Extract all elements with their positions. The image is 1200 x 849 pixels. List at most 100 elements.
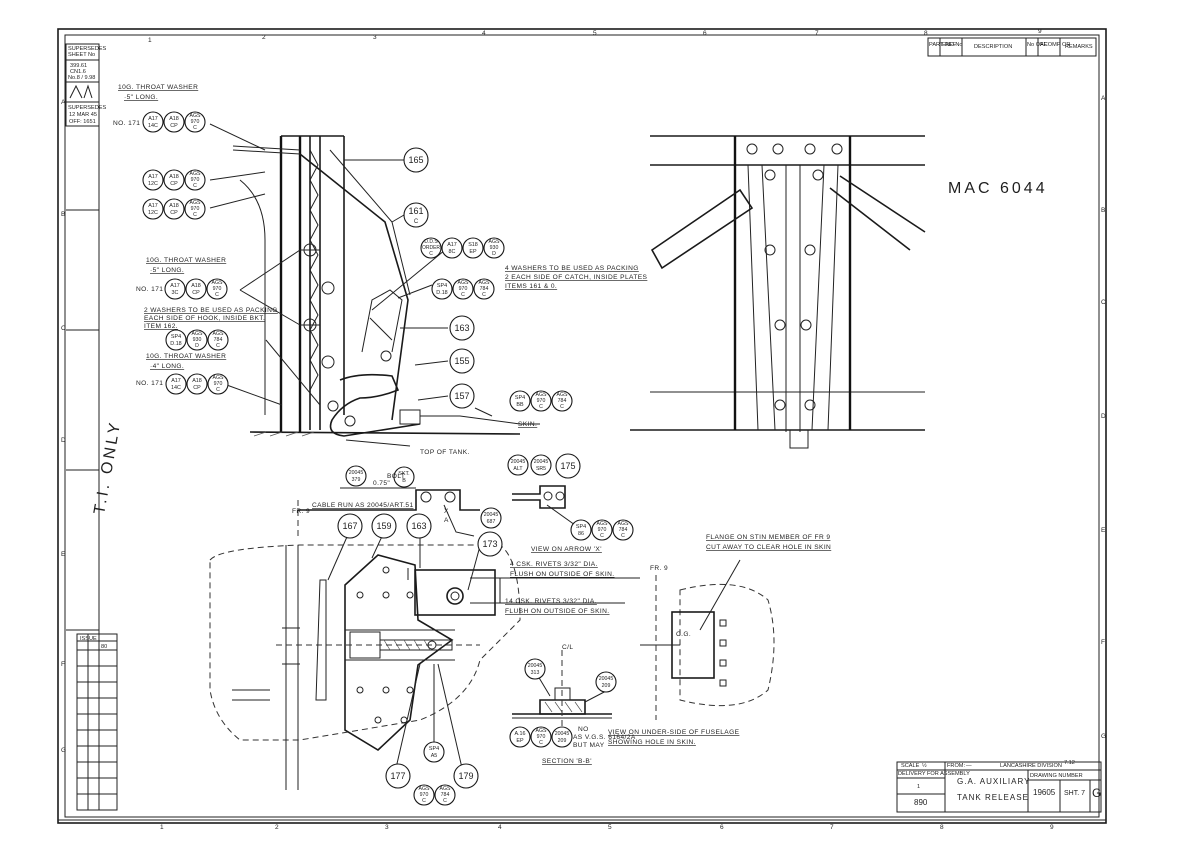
svg-text:173: 173 xyxy=(482,539,497,549)
svg-text:12C: 12C xyxy=(148,210,158,216)
ti-only-annotation: T.I. ONLY xyxy=(91,419,124,516)
label-view-underside-2: SHOWING HOLE IN SKIN. xyxy=(608,739,696,746)
svg-text:A5: A5 xyxy=(431,753,438,759)
svg-text:EP: EP xyxy=(516,738,524,744)
zone-label: B xyxy=(61,211,65,218)
zone-label: 5 xyxy=(608,824,612,831)
top-zone-labels: 1 2 3 4 5 6 7 8 9 xyxy=(148,28,1042,44)
svg-text:C: C xyxy=(539,740,543,746)
note-washer-3: 10G. THROAT WASHER xyxy=(146,353,226,360)
title-line-2: TANK RELEASE xyxy=(957,793,1029,802)
svg-text:159: 159 xyxy=(376,521,391,531)
svg-text:970: 970 xyxy=(191,119,200,125)
note-washers-hook-3: ITEM 162. xyxy=(144,323,178,330)
zone-label: 9 xyxy=(1050,824,1054,831)
svg-text:970: 970 xyxy=(213,286,222,292)
svg-text:AGS: AGS xyxy=(213,375,224,381)
svg-text:A18: A18 xyxy=(191,283,201,289)
strip-text: 399.61 xyxy=(70,63,87,69)
from-value: — xyxy=(966,763,972,769)
zone-label: B xyxy=(1101,207,1105,214)
svg-text:C: C xyxy=(539,404,543,410)
zone-label: A xyxy=(61,99,66,106)
svg-text:167: 167 xyxy=(342,521,357,531)
strip-text: SHEET xyxy=(68,52,87,58)
side-zone-labels: A B C D E F G A B C D E F G xyxy=(61,95,1106,754)
zone-label: 1 xyxy=(148,37,152,44)
note-washer-1-length: ·5" LONG. xyxy=(124,94,158,101)
note-washer-3-length: ·4" LONG. xyxy=(150,363,184,370)
svg-text:C: C xyxy=(193,212,197,218)
drawing-border xyxy=(57,28,1107,824)
zone-label: D xyxy=(61,437,66,444)
from-label: FROM: xyxy=(947,763,965,769)
zone-label: C xyxy=(61,325,66,332)
zone-label: 1 xyxy=(160,824,164,831)
svg-text:179: 179 xyxy=(458,771,473,781)
zone-label: 5 xyxy=(593,30,597,37)
left-info-strip: SUPERSEDES SHEET No 399.61 CN1.6 No.8 / … xyxy=(65,43,124,811)
svg-text:687: 687 xyxy=(487,519,496,525)
svg-text:C: C xyxy=(414,219,419,225)
svg-text:AGS: AGS xyxy=(536,728,547,734)
note-flange-2: CUT AWAY TO CLEAR HOLE IN SKIN xyxy=(706,544,831,551)
elevation-view-tank-release xyxy=(209,123,540,447)
rev-header-no-off: No OFF xyxy=(1027,42,1047,48)
svg-text:AGS: AGS xyxy=(440,786,451,792)
zone-label: E xyxy=(61,551,66,558)
callout-163-top: 163 xyxy=(449,315,475,341)
title-number-small: 890 xyxy=(914,798,928,807)
svg-text:C: C xyxy=(422,798,426,804)
view-on-arrow-x xyxy=(512,485,583,531)
drawing-notes: 10G. THROAT WASHER ·5" LONG. NO. 171 10G… xyxy=(113,84,831,765)
svg-text:CP: CP xyxy=(192,290,200,296)
zone-label: 4 xyxy=(482,30,486,37)
svg-text:ALT: ALT xyxy=(513,466,523,472)
svg-text:C: C xyxy=(429,251,433,257)
svg-text:AGS: AGS xyxy=(213,331,224,337)
svg-text:784: 784 xyxy=(480,286,489,292)
callout-159: 159 xyxy=(371,513,397,539)
drawing-number: 19605 xyxy=(1033,788,1056,797)
drawing-date: 7.12 xyxy=(1064,760,1075,766)
svg-text:AGS: AGS xyxy=(190,200,201,206)
svg-text:C: C xyxy=(193,183,197,189)
note-washers-catch-3: ITEMS 161 & 0. xyxy=(505,283,557,290)
callout-177: 177 xyxy=(385,763,411,789)
svg-text:970: 970 xyxy=(537,398,546,404)
callout-165: 165 xyxy=(403,147,429,173)
callout-155: 155 xyxy=(449,348,475,374)
svg-text:970: 970 xyxy=(420,792,429,798)
zone-label: F xyxy=(1101,639,1105,646)
svg-text:SP4: SP4 xyxy=(576,524,586,530)
svg-text:A18: A18 xyxy=(169,203,179,209)
front-view-attachment xyxy=(630,135,926,449)
note-nut-3: BUT MAY xyxy=(573,742,605,749)
svg-text:SP4: SP4 xyxy=(437,283,447,289)
title-line-1: G.A. AUXILIARY xyxy=(957,777,1030,786)
svg-text:A17: A17 xyxy=(148,174,158,180)
svg-text:SP4: SP4 xyxy=(515,395,525,401)
svg-text:AGS: AGS xyxy=(212,280,223,286)
note-washers-catch-2: 2 EACH SIDE OF CATCH, INSIDE PLATES xyxy=(505,274,648,281)
svg-text:161: 161 xyxy=(408,206,423,216)
issue-label: ISSUE xyxy=(80,636,97,642)
svg-text:209: 209 xyxy=(602,683,611,689)
svg-text:AGS: AGS xyxy=(190,171,201,177)
zone-label: 8 xyxy=(924,30,928,37)
drawing-office: LANCASHIRE DIVISION xyxy=(1000,763,1062,769)
drawing-id-handwritten: MAC 6044 xyxy=(948,180,1048,197)
note-rivets-14-flush: FLUSH ON OUTSIDE OF SKIN. xyxy=(505,608,610,615)
zone-label: F xyxy=(61,661,65,668)
zone-label: 2 xyxy=(262,34,266,41)
note-washers-hook-2: EACH SIDE OF HOOK, INSIDE BKT. xyxy=(144,315,265,322)
svg-text:CP: CP xyxy=(170,123,178,129)
svg-text:CP: CP xyxy=(193,385,201,391)
svg-text:C: C xyxy=(461,292,465,298)
svg-text:379: 379 xyxy=(352,477,361,483)
